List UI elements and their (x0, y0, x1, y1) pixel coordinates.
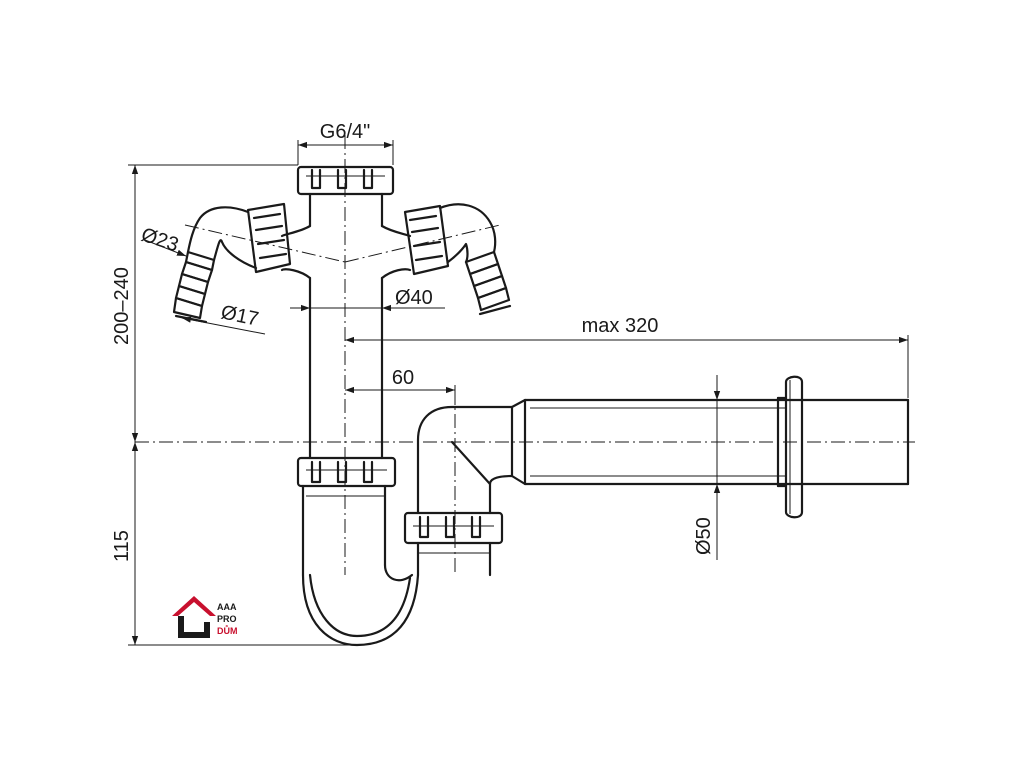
outlet-elbow (416, 398, 527, 515)
brand-logo: AAA PRO DŮM (172, 596, 238, 638)
left-hose-connector (172, 202, 292, 324)
dim-height-range: 200–240 (111, 164, 298, 442)
label-offset: 60 (392, 367, 414, 389)
logo-line2: PRO (217, 614, 237, 624)
right-hose-connector (403, 203, 512, 316)
u-trap (301, 484, 420, 647)
dim-offset: 60 (345, 367, 456, 405)
label-outlet-length: max 320 (582, 315, 659, 337)
dim-outlet-diameter: Ø50 (693, 375, 721, 560)
branch-tee (280, 224, 412, 280)
label-body-diameter: Ø40 (395, 287, 433, 309)
logo-line3: DŮM (217, 625, 238, 636)
dim-body-diameter: Ø40 (290, 287, 445, 312)
house-body-icon (178, 616, 210, 638)
dim-thread: G6/4" (297, 121, 394, 165)
top-nut (296, 165, 395, 196)
dim-trap-depth: 115 (111, 442, 357, 646)
lower-nut (296, 456, 397, 488)
dim-outlet-length: max 320 (345, 315, 909, 398)
label-height-range: 200–240 (111, 267, 133, 345)
centerlines (135, 135, 915, 575)
label-hose-outer: Ø23 (138, 224, 181, 257)
main-tube (308, 192, 384, 460)
label-outlet-diameter: Ø50 (693, 517, 715, 555)
wall-rosette (776, 375, 804, 519)
dim-hose-outer: Ø23 (138, 224, 187, 257)
house-roof-icon (172, 596, 216, 616)
label-thread: G6/4" (320, 121, 370, 143)
label-trap-depth: 115 (111, 530, 133, 562)
outlet-nut (403, 511, 504, 577)
logo-line1: AAA (217, 602, 237, 612)
